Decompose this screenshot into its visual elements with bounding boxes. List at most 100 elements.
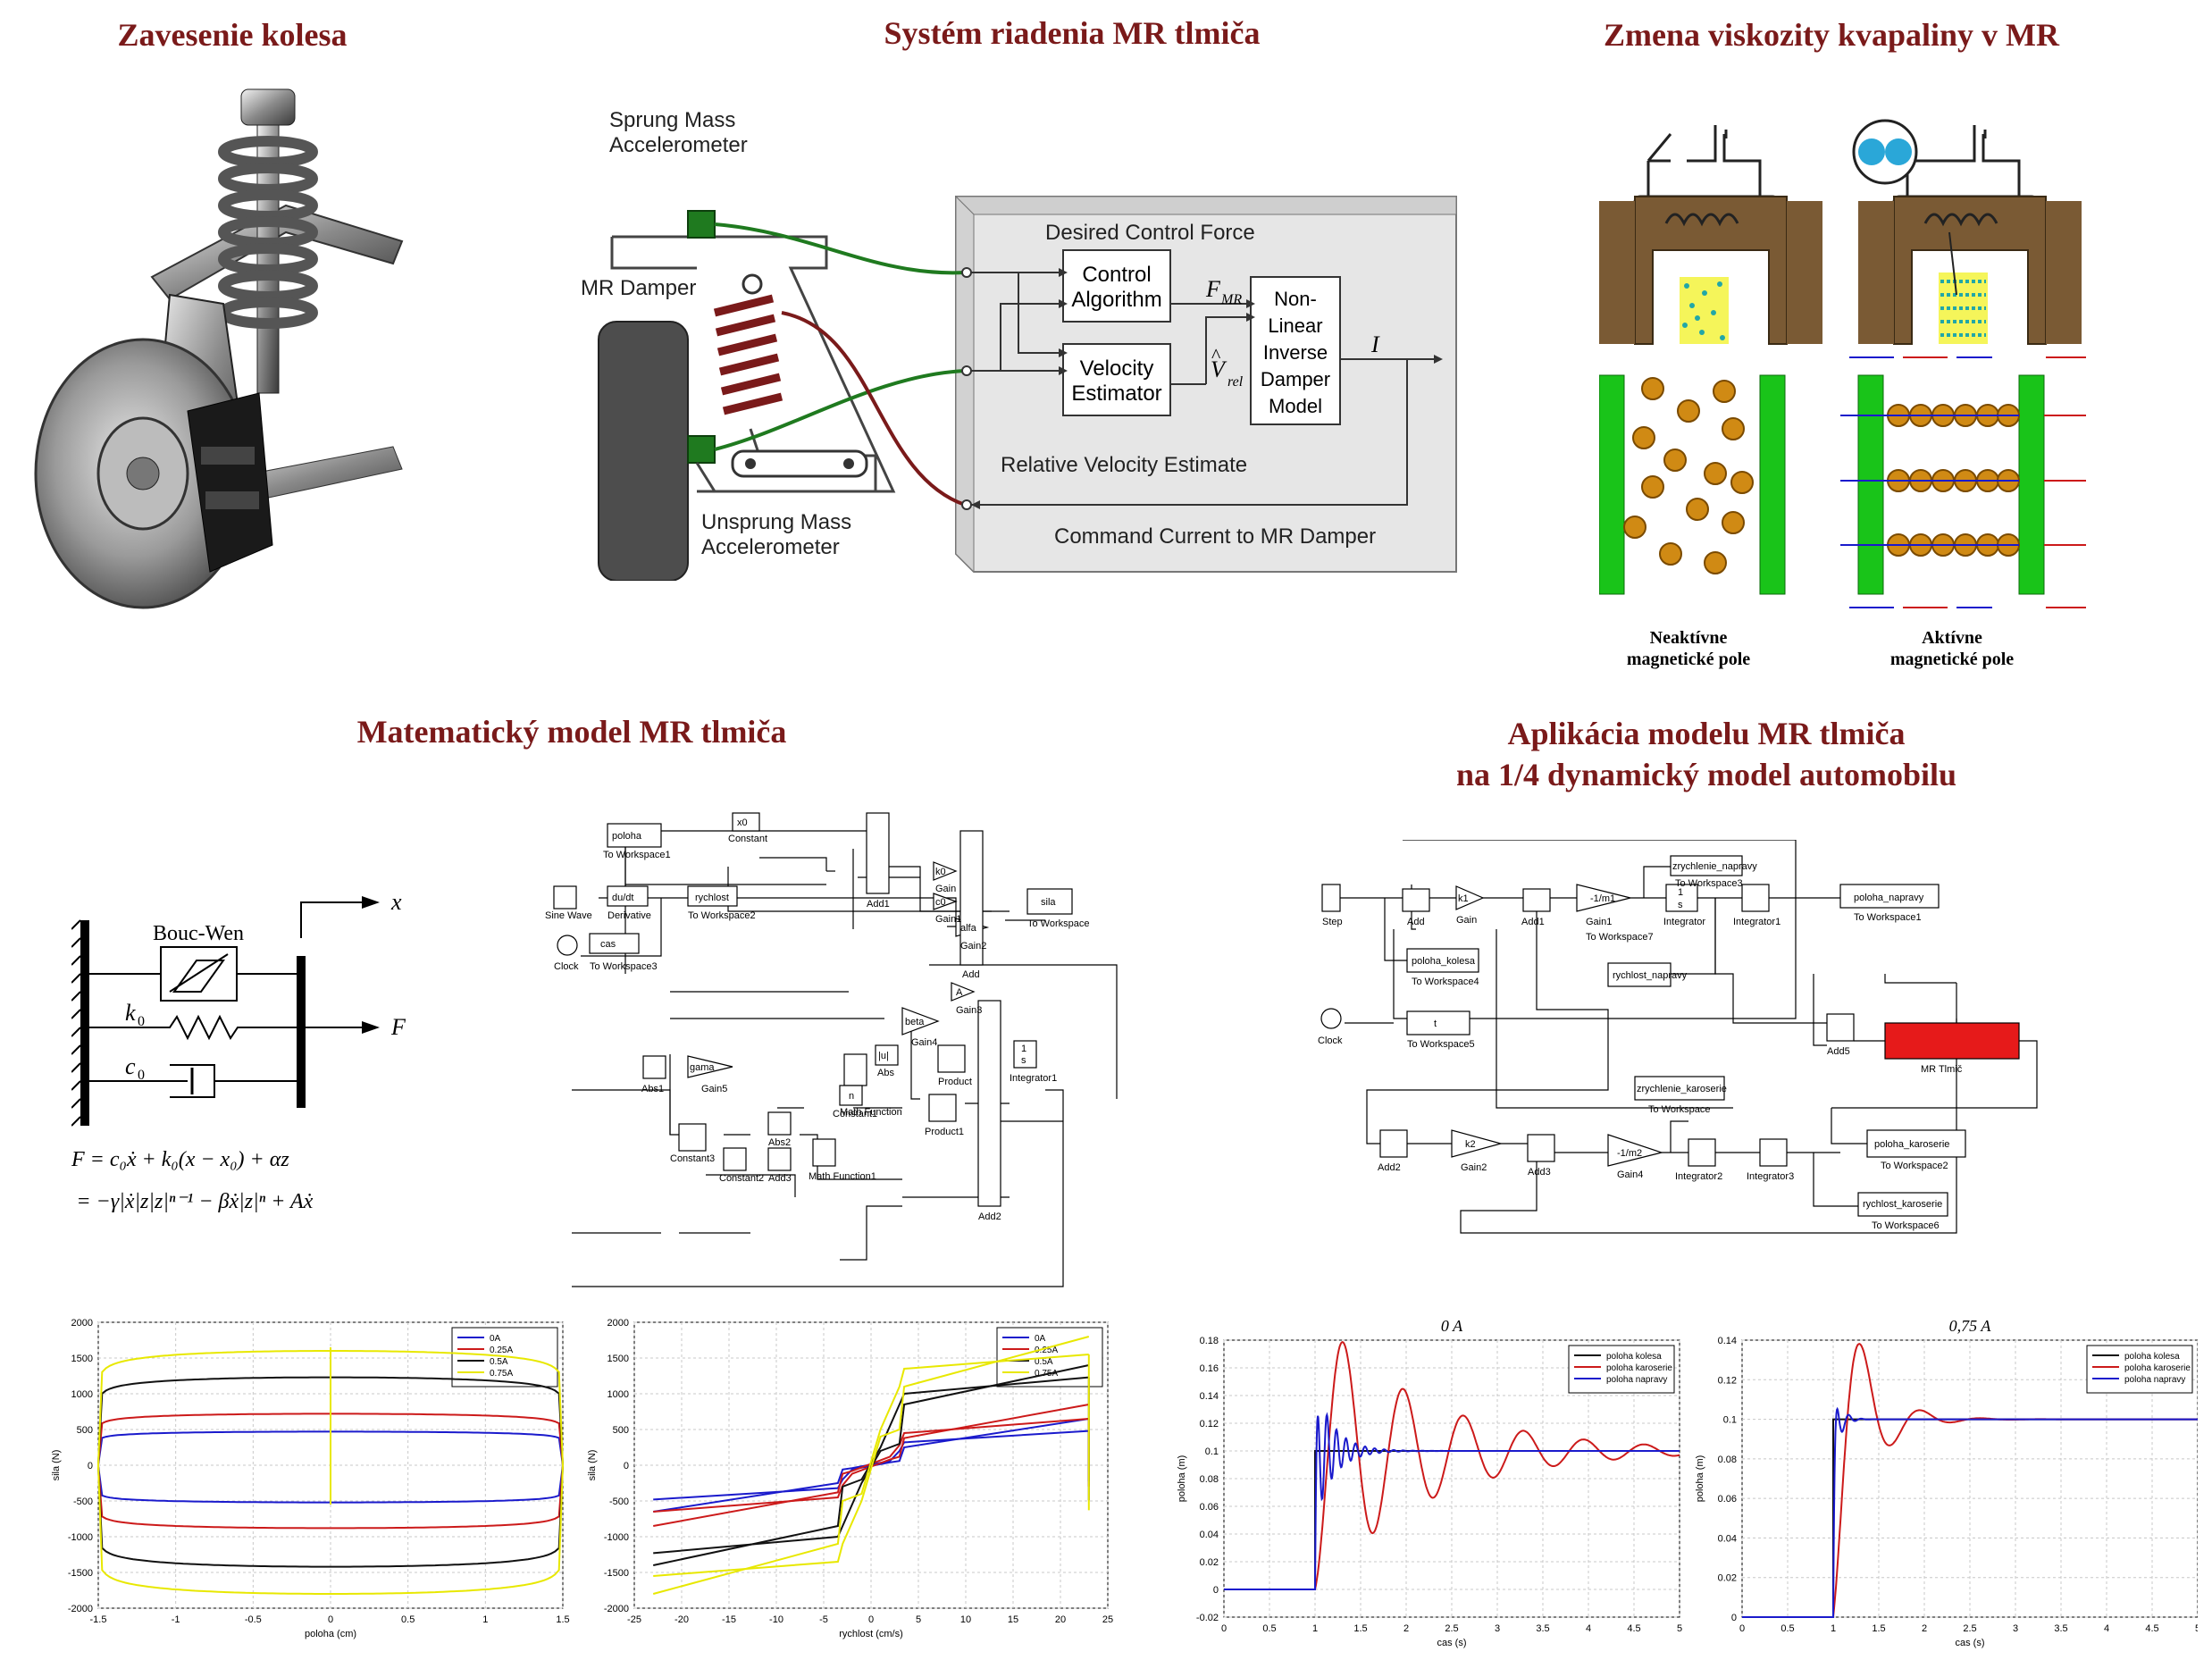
s2-gain4: Gain4	[1617, 1170, 1643, 1180]
app-title-2: na 1/4 dynamický model automobilu	[1455, 757, 1957, 792]
viscosity-title: Zmena viskozity kvapaliny v MR	[1603, 17, 2060, 53]
x-tick-label: 3.5	[1536, 1623, 1549, 1634]
s2-zrych-k: zrychlenie_karoserie	[1637, 1084, 1727, 1094]
s2-clock: Clock	[1318, 1035, 1343, 1046]
s1-constant3: Constant3	[670, 1153, 715, 1164]
s1-abs-u: |u|	[878, 1051, 889, 1061]
s2-add: Add	[1407, 917, 1425, 927]
y-tick-label: 0	[88, 1461, 93, 1471]
bouc-wen-model: Bouc-Wen x F k 0 c 0 F = c₀ẋ + k₀(x − x₀…	[71, 889, 406, 1213]
x-tick-label: 0.5	[1780, 1623, 1794, 1634]
s1-integ-s: s	[1021, 1055, 1026, 1066]
s1-gain3: Gain3	[956, 1005, 982, 1016]
y-tick-label: -0.02	[1196, 1613, 1219, 1623]
x-tick-label: 1.5	[1353, 1623, 1367, 1634]
s2-k1: k1	[1458, 893, 1469, 904]
suspension-title: Zavesenie kolesa	[117, 17, 348, 53]
x-tick-label: -1	[172, 1614, 180, 1625]
s2-tw2: To Workspace2	[1881, 1161, 1948, 1171]
f-symbol: F	[390, 1014, 406, 1040]
f-mr-sub: MR	[1220, 292, 1242, 307]
s2-step: Step	[1322, 917, 1343, 927]
s1-add3: Add3	[768, 1173, 792, 1184]
s1-A: A	[956, 987, 963, 998]
bouc-wen-label: Bouc-Wen	[153, 922, 244, 945]
c0-sub: 0	[138, 1068, 145, 1083]
legend-entry: 0.5A	[490, 1357, 508, 1367]
s2-zrych-n: zrychlenie_napravy	[1672, 861, 1757, 872]
s1-abs2: Abs2	[768, 1137, 791, 1148]
series-line	[652, 1354, 1089, 1595]
s2-tw1: To Workspace1	[1854, 912, 1922, 923]
desired-force-label: Desired Control Force	[1045, 221, 1255, 245]
math-title: Matematický model MR tlmiča	[356, 714, 787, 750]
s1-tw2: To Workspace2	[688, 910, 756, 921]
control-system-diagram: Sprung Mass Accelerometer MR Damper Unsp…	[581, 108, 1457, 581]
legend-entry: 0A	[1035, 1334, 1046, 1344]
y-tick-label: 0.1	[1205, 1446, 1219, 1457]
y-tick-label: 0.18	[1200, 1336, 1219, 1346]
s1-n: n	[849, 1091, 854, 1102]
x-tick-label: 2.5	[1445, 1623, 1458, 1634]
s2-integ: Integrator	[1663, 917, 1705, 927]
s1-gain: Gain	[935, 884, 956, 894]
x-tick-label: 10	[960, 1614, 971, 1625]
s1-c0: c0	[935, 897, 946, 908]
x-tick-label: 5	[2195, 1623, 2198, 1634]
v-rel-hat: ^	[1211, 344, 1221, 366]
x-tick-label: 15	[1008, 1614, 1018, 1625]
x-tick-label: 0	[1739, 1623, 1745, 1634]
x-tick-label: 4.5	[1627, 1623, 1640, 1634]
x-tick-label: 2	[1922, 1623, 1927, 1634]
s1-dudt: du/dt	[612, 893, 633, 903]
s2-add3: Add3	[1528, 1167, 1551, 1178]
k0-sub: 0	[138, 1014, 145, 1029]
y-tick-label: 1500	[607, 1354, 629, 1364]
y-tick-label: 1000	[71, 1389, 93, 1400]
legend-entry: 0.75A	[490, 1369, 513, 1379]
s2-pol-kar: poloha_karoserie	[1874, 1139, 1949, 1150]
sprung-label-1: Sprung Mass	[609, 108, 735, 132]
inverse-model-1: Non-	[1274, 288, 1317, 310]
s1-alfa: alfa	[960, 923, 977, 934]
y-tick-label: 0.04	[1718, 1533, 1737, 1544]
y-axis-label: poloha (m)	[1695, 1455, 1705, 1503]
s1-add: Add	[962, 969, 980, 980]
s1-cas: cas	[600, 939, 616, 950]
y-tick-label: 1000	[607, 1389, 629, 1400]
x-tick-label: 1	[1312, 1623, 1318, 1634]
legend-entry: poloha napravy	[1606, 1375, 1667, 1385]
x-tick-label: 2.5	[1963, 1623, 1976, 1634]
inactive-label-1: Neaktívne	[1650, 628, 1728, 648]
control-algo-2: Algorithm	[1071, 288, 1161, 312]
chart-response-075A: 00.511.522.533.544.550.140.120.10.080.06…	[1695, 1317, 2198, 1648]
s2-add1: Add1	[1521, 917, 1545, 927]
x-tick-label: -15	[722, 1614, 736, 1625]
x-axis-label: cas (s)	[1437, 1638, 1467, 1648]
velocity-est-2: Estimator	[1071, 381, 1161, 406]
equation-2: ż = −γ|ẋ|z|z|ⁿ⁻¹ − βẋ|z|ⁿ + Aẋ	[71, 1190, 314, 1213]
s1-gain2: Gain2	[960, 941, 986, 952]
s1-product: Product	[938, 1077, 972, 1087]
x-tick-label: 20	[1055, 1614, 1066, 1625]
mr-damper-label: MR Damper	[581, 276, 696, 300]
y-tick-label: 0.12	[1200, 1419, 1219, 1429]
x-tick-label: 4.5	[2145, 1623, 2158, 1634]
series-line	[1224, 1340, 1680, 1590]
f-mr-symbol: F	[1205, 276, 1221, 302]
suspension-illustration	[34, 88, 404, 609]
y-tick-label: -1000	[604, 1532, 629, 1543]
x-axis-label: rychlost (cm/s)	[839, 1629, 903, 1639]
x-tick-label: 0	[868, 1614, 874, 1625]
x-tick-label: 0	[1221, 1623, 1227, 1634]
y-tick-label: 0.14	[1718, 1336, 1737, 1346]
s1-gain5: Gain5	[701, 1084, 727, 1094]
s2-tw: To Workspace	[1648, 1104, 1711, 1115]
y-tick-label: -2000	[604, 1604, 629, 1614]
x-tick-label: 1.5	[1872, 1623, 1885, 1634]
s1-tw1: To Workspace1	[603, 850, 671, 860]
current-symbol: I	[1370, 331, 1380, 357]
command-current-label: Command Current to MR Damper	[1054, 524, 1376, 549]
